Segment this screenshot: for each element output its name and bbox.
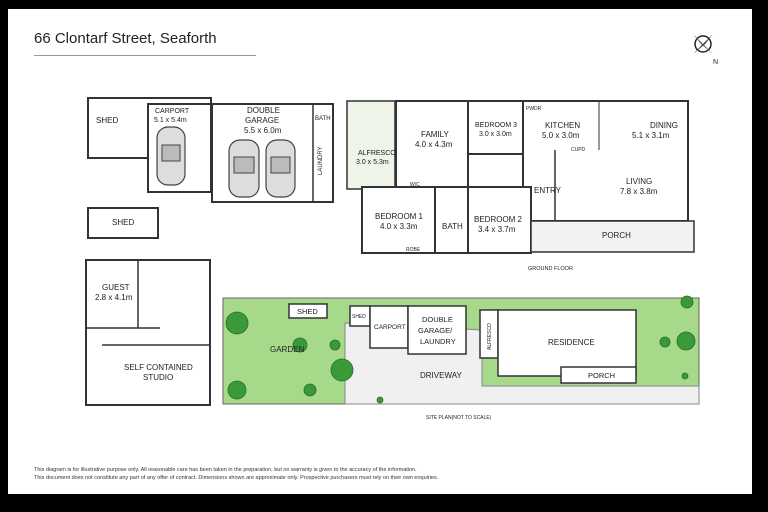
dining-dim: 5.1 x 3.1m [632, 131, 670, 140]
alfresco-area [346, 100, 396, 190]
site-residence-label: RESIDENCE [548, 338, 595, 347]
tree-icon [329, 339, 341, 351]
studio-label-2: STUDIO [143, 373, 173, 382]
outbuilding-bath-label: BATH [315, 116, 331, 122]
kitchen-label: KITCHEN [545, 121, 580, 130]
family-wall [395, 100, 469, 188]
bedroom2-wall [467, 186, 532, 254]
bedroom2-label: BEDROOM 2 [474, 215, 523, 224]
robe-label: ROBE [406, 247, 421, 253]
alfresco-label: ALFRESCO [358, 150, 396, 157]
family-dim: 4.0 x 4.3m [415, 140, 453, 149]
kitchen-living-wall [522, 100, 689, 222]
car-icon-garage-right [265, 139, 296, 198]
garage-label-2: GARAGE [245, 116, 279, 125]
porch-area [530, 220, 695, 253]
shed-mid-label: SHED [112, 218, 134, 227]
site-residence [497, 309, 637, 377]
site-driveway-label: DRIVEWAY [420, 371, 462, 380]
site-alfresco-label: ALFRESCO [487, 323, 493, 350]
tree-icon [659, 336, 671, 348]
site-porch [560, 366, 637, 384]
tree-icon [225, 311, 249, 335]
tree-icon [227, 380, 247, 400]
guest-label: GUEST [102, 283, 130, 292]
carport-label: CARPORT [155, 108, 190, 115]
car-icon-garage-left [228, 139, 260, 198]
compass-icon: N [693, 34, 718, 66]
bedroom3-wall [467, 100, 524, 155]
tree-icon [681, 372, 689, 380]
guest-studio-wall [85, 259, 211, 406]
bath-wall [434, 186, 469, 254]
title-underline [34, 55, 256, 56]
bedroom1-label: BEDROOM 1 [375, 212, 424, 221]
bath-label: BATH [442, 222, 463, 231]
tree-icon [676, 331, 696, 351]
property-address-title: 66 Clontarf Street, Seaforth [34, 30, 217, 47]
shed-top-label: SHED [96, 116, 118, 125]
guest-dim: 2.8 x 4.1m [95, 293, 133, 302]
site-porch-label: PORCH [588, 371, 615, 380]
tree-icon [330, 358, 354, 382]
tree-icon [292, 337, 308, 353]
site-garden-label: GARDEN [270, 345, 304, 354]
carport-dim: 5.1 x 5.4m [154, 117, 187, 124]
site-shed [288, 303, 328, 319]
ground-floor-caption: GROUND FLOOR [528, 266, 573, 272]
dining-label: DINING [650, 121, 678, 130]
disclaimer: This diagram is for illustrative purpose… [34, 466, 594, 482]
disclaimer-line-2: This document does not constitute any pa… [34, 475, 439, 481]
porch-label: PORCH [602, 231, 631, 240]
garage-label-1: DOUBLE [247, 106, 280, 115]
site-garage-label-1: DOUBLE [422, 315, 453, 324]
family-label: FAMILY [421, 130, 450, 139]
tree-icon [303, 383, 317, 397]
wc-label: W/C [410, 182, 420, 188]
laundry-label: LAUNDRY [318, 146, 324, 175]
alfresco-dim: 3.0 x 5.3m [356, 159, 389, 166]
site-garage [407, 305, 467, 355]
compass-letter: N [713, 59, 718, 66]
site-shed-small-label: SHED [352, 314, 366, 320]
living-dim: 7.8 x 3.8m [620, 187, 658, 196]
site-garage-label-3: LAUNDRY [420, 337, 456, 346]
site-plan-caption: SITE PLAN(NOT TO SCALE) [426, 415, 492, 421]
bedroom1-dim: 4.0 x 3.3m [380, 222, 418, 231]
garage-dim: 5.5 x 6.0m [244, 126, 282, 135]
bedroom2-dim: 3.4 x 3.7m [478, 225, 516, 234]
disclaimer-line-1: This diagram is for illustrative purpose… [34, 467, 417, 473]
car-icon-carport [156, 126, 186, 186]
shed-mid-wall [87, 207, 159, 239]
entry-label: ENTRY [534, 186, 562, 195]
kitchen-dim: 5.0 x 3.0m [542, 131, 580, 140]
studio-label-1: SELF CONTAINED [124, 363, 193, 372]
tree-icon [680, 295, 694, 309]
bedroom3-label: BEDROOM 3 [475, 122, 517, 129]
cupd-label: CUPD [571, 147, 586, 153]
site-garage-label-2: GARAGE/ [418, 326, 453, 335]
bedroom3-dim: 3.0 x 3.0m [479, 131, 512, 138]
pwdr-label: PWDR [526, 106, 542, 112]
site-carport-label: CARPORT [374, 324, 406, 331]
living-label: LIVING [626, 177, 652, 186]
bedroom1-wall [361, 186, 436, 254]
site-shed-label: SHED [297, 307, 318, 316]
tree-icon [376, 396, 384, 404]
